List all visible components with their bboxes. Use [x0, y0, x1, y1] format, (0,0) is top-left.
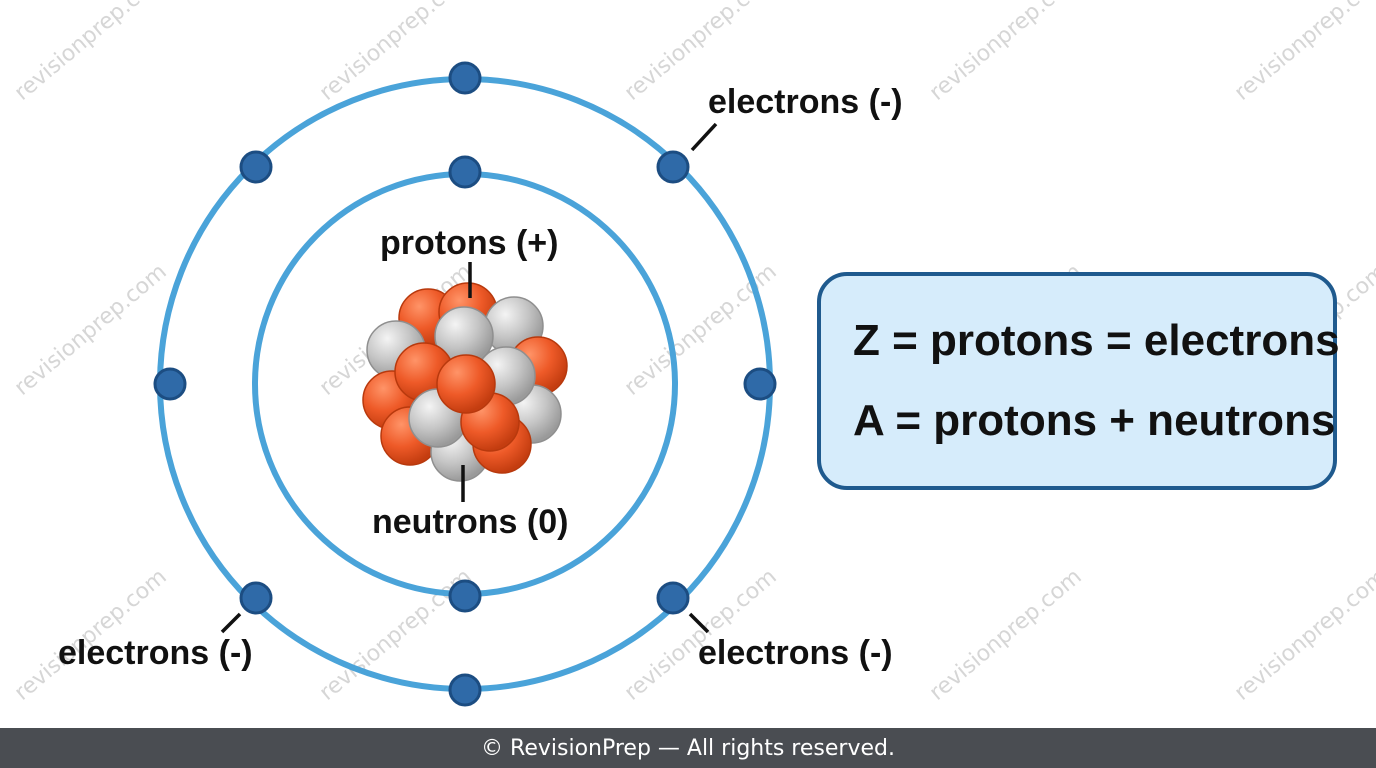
electron-dot — [448, 155, 482, 189]
electron-dot — [743, 367, 777, 401]
formula-box: Z = protons = electrons A = protons + ne… — [817, 272, 1340, 490]
electron-dot — [153, 367, 187, 401]
copyright-text: © RevisionPrep — All rights reserved. — [481, 735, 895, 761]
formula-a: A = protons + neutrons — [853, 396, 1336, 445]
electrons-group — [153, 61, 777, 707]
watermark-text: revisionprep.com — [925, 564, 1087, 705]
electron-dot — [656, 150, 690, 184]
electron-dot — [448, 61, 482, 95]
electron-dot — [239, 581, 273, 615]
label-protons: protons (+) — [380, 224, 558, 262]
electron-dot — [448, 579, 482, 613]
label-electrons-bottom-right: electrons (-) — [698, 634, 893, 672]
label-electrons-bottom-left: electrons (-) — [58, 634, 253, 672]
label-electrons-top-right: electrons (-) — [708, 83, 903, 121]
nucleus — [362, 282, 568, 482]
watermark-text: revisionprep.com — [1230, 564, 1376, 705]
leader-line-electrons-bottom-left — [220, 612, 242, 634]
formula-z: Z = protons = electrons — [853, 316, 1340, 365]
leader-line-electrons-bottom-right — [688, 612, 710, 634]
watermark-text: revisionprep.com — [1230, 0, 1376, 106]
copyright-footer: © RevisionPrep — All rights reserved. — [0, 728, 1376, 768]
watermark-text: revisionprep.com — [10, 0, 172, 106]
leader-line-electrons-top-right — [690, 122, 718, 152]
electron-dot — [656, 581, 690, 615]
watermark-text: revisionprep.com — [925, 0, 1087, 106]
electron-dot — [448, 673, 482, 707]
electron-dot — [239, 150, 273, 184]
watermark-text: revisionprep.com — [10, 259, 172, 400]
label-neutrons: neutrons (0) — [372, 503, 568, 541]
proton-sphere — [436, 354, 496, 414]
